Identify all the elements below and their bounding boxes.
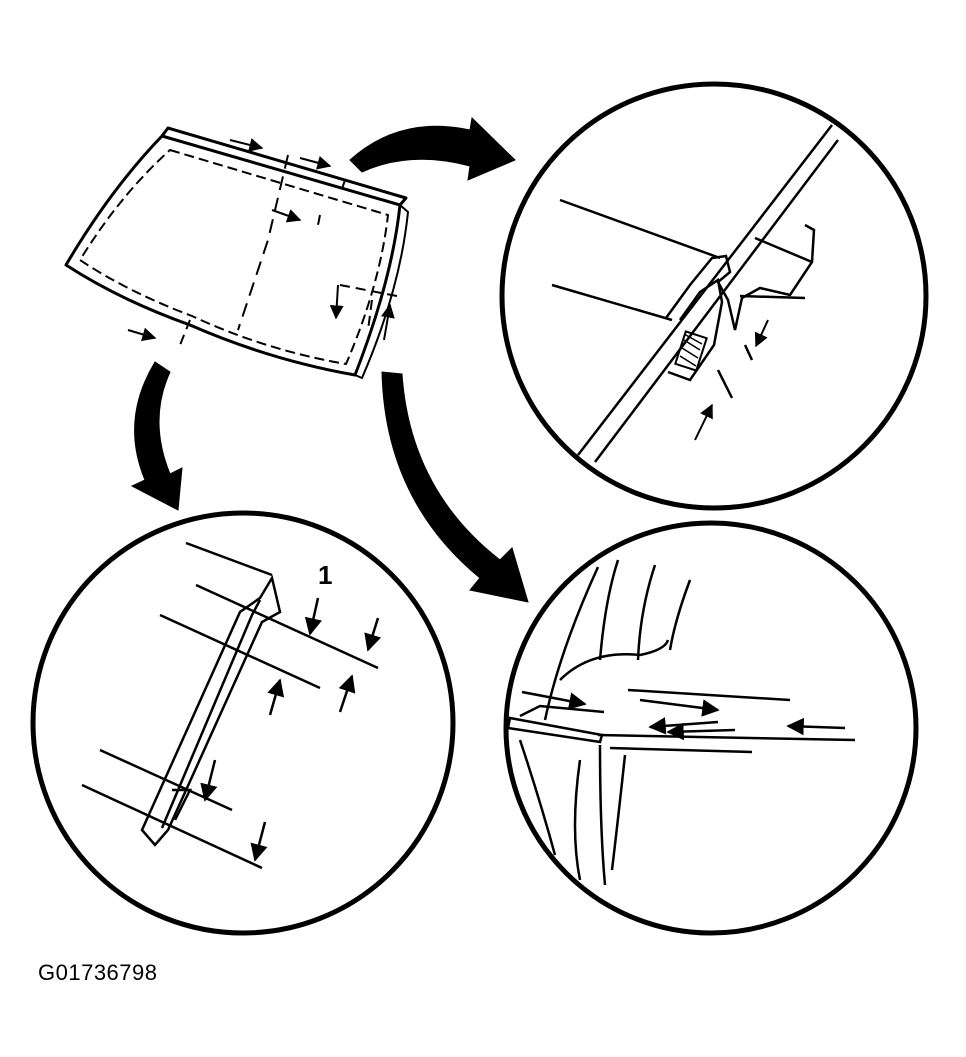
section-cut-bottom xyxy=(179,319,191,346)
section-cut-corner xyxy=(317,179,346,226)
detail-circle-bottom-right-outline xyxy=(503,520,919,936)
ref-line-2 xyxy=(159,613,321,690)
overview-arrow-6 xyxy=(380,303,395,341)
ref-line-top xyxy=(185,541,273,577)
ref-line-br-3 xyxy=(609,746,753,754)
body-line-upper xyxy=(559,198,721,260)
molding-clip-inner xyxy=(667,277,724,382)
overview-arrow-5 xyxy=(329,284,344,320)
pillar-line-4 xyxy=(668,579,692,651)
pillar-line-2 xyxy=(598,559,620,661)
br-arrow-5 xyxy=(786,717,846,736)
br-arrow-4 xyxy=(666,722,736,741)
molding-strip-body xyxy=(140,574,282,847)
curved-arrow-bottom-right xyxy=(381,371,529,603)
detail-circle-bottom-right xyxy=(503,520,919,936)
pillar-line-3 xyxy=(636,564,657,661)
section-cut-top xyxy=(237,154,289,331)
body-lower-2 xyxy=(573,759,582,881)
dim-arrow-3 xyxy=(338,674,356,713)
curved-arrow-bottom-left xyxy=(130,361,183,511)
figure-id-label: G01736798 xyxy=(38,960,158,985)
molding-clip-profile xyxy=(664,223,816,331)
ref-line-glass xyxy=(195,583,379,670)
measure-arrow-1 xyxy=(694,403,713,441)
curved-arrow-top-right xyxy=(349,116,516,181)
overview-arrow-1 xyxy=(229,138,264,152)
adhesive-block xyxy=(674,330,708,372)
molding-edge-top xyxy=(519,704,605,718)
molding-strip-tab xyxy=(172,788,193,821)
windshield-outline xyxy=(64,134,402,377)
dim-arrow-2 xyxy=(364,617,382,652)
pillar-line-1 xyxy=(543,566,600,721)
dim-arrow-4 xyxy=(267,678,285,716)
body-line-lower xyxy=(551,283,673,322)
overview-arrow-4 xyxy=(127,327,157,342)
ref-line-br-2 xyxy=(597,733,856,742)
body-line-right-1 xyxy=(754,236,813,264)
dim-arrow-5 xyxy=(200,759,218,802)
ref-line-lower-2 xyxy=(81,783,263,870)
overview-arrow-3 xyxy=(271,209,302,223)
br-arrow-3 xyxy=(648,717,719,735)
windshield-overview xyxy=(64,126,409,379)
molding-strip-inner xyxy=(160,599,262,829)
windshield-inner-edge xyxy=(79,149,389,365)
body-lower-3 xyxy=(598,744,607,886)
side-molding-strip xyxy=(354,204,409,379)
measure-line-2 xyxy=(743,344,754,361)
callout-label-1: 1 xyxy=(318,560,332,590)
measure-arrow-2 xyxy=(754,319,769,348)
body-lower-4 xyxy=(610,754,627,871)
body-lower-1 xyxy=(518,739,557,856)
adhesive-hatch xyxy=(679,333,703,367)
pillar-curve xyxy=(559,639,670,681)
dim-arrow-6 xyxy=(250,821,268,862)
ref-line-lower-1 xyxy=(99,748,233,812)
detail-circle-top-right xyxy=(499,81,929,511)
detail-circle-top-right-outline xyxy=(499,81,929,511)
detail-circle-bottom-left: 1 xyxy=(30,510,456,936)
overview-arrow-2 xyxy=(299,155,332,170)
dim-arrow-1 xyxy=(304,597,322,636)
molding-edge-strip xyxy=(506,716,604,744)
callout-arrows xyxy=(130,116,529,603)
section-cut-right xyxy=(339,284,403,331)
detail-circle-bottom-left-outline xyxy=(30,510,456,936)
body-line-right-2 xyxy=(739,294,806,300)
br-arrow-1 xyxy=(521,690,587,710)
glass-edge-diagonal-2 xyxy=(594,139,839,463)
measure-line-1 xyxy=(716,369,734,399)
br-arrow-2 xyxy=(639,698,720,717)
ref-line-br-1 xyxy=(627,688,791,702)
